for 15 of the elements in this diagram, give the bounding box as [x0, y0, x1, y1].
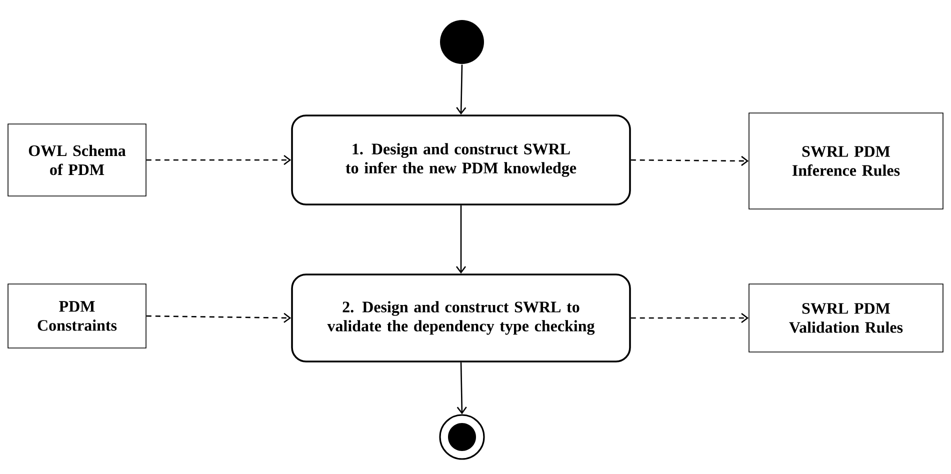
- arrow: [146, 154, 292, 166]
- end-node: [439, 414, 485, 460]
- artifact-box: PDM Constraints: [8, 284, 146, 348]
- artifact-box: SWRL PDM Validation Rules: [748, 284, 944, 352]
- artifact-box: SWRL PDM Inference Rules: [748, 112, 944, 210]
- arrow: [456, 64, 466, 115]
- activity-box: 2. Design and construct SWRL to validate the dependency type checking: [291, 274, 631, 362]
- start-node: [440, 20, 484, 64]
- arrow: [456, 205, 466, 274]
- artifact-box: OWL Schema of PDM: [8, 124, 146, 196]
- arrow: [630, 156, 749, 166]
- arrow: [630, 312, 749, 324]
- arrow: [456, 362, 467, 414]
- arrow: [146, 312, 292, 323]
- activity-box: 1. Design and construct SWRL to infer the new PDM knowledge: [291, 114, 631, 206]
